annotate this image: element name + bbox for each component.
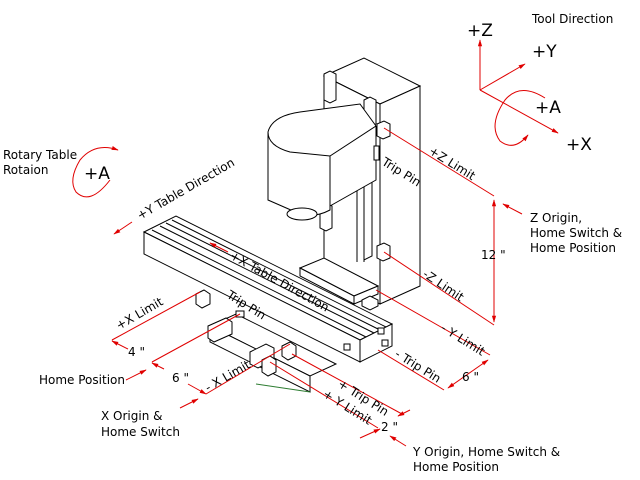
rotary-table-label-2: Rotaion: [3, 163, 48, 177]
tool-y-arrow: [479, 63, 526, 91]
x-home-position-label: Home Position: [39, 373, 125, 387]
x-table: [142, 215, 394, 363]
x-plus-limit-label: +X Limit: [114, 294, 166, 332]
rotary-a-label: +A: [84, 164, 110, 184]
y-origin-label-2: Home Position: [413, 460, 499, 474]
rotary-a-rotation-arrow: [72, 145, 119, 198]
x-plus-dimension: [111, 340, 129, 350]
x-minus-dimension: [151, 362, 165, 370]
z-origin-label-1: Z Origin,: [530, 211, 582, 225]
z-origin-label-2: Home Switch &: [530, 226, 622, 240]
z-origin-label-3: Home Position: [530, 241, 616, 255]
y-table-direction-arrow: [113, 221, 133, 235]
y-plus-dimension-bottom: [359, 428, 381, 439]
tool-y-label: +Y: [532, 42, 557, 62]
rotary-table-label-1: Rotary Table: [3, 148, 77, 162]
y-origin-label-1: Y Origin, Home Switch &: [412, 445, 560, 459]
y-table-direction-label: +Y Table Direction: [135, 155, 237, 222]
z-plus-limit-label: +Z Limit: [426, 144, 478, 183]
x-plus-dimension-label: 4 ": [128, 345, 145, 359]
annotation-lines: [72, 39, 559, 447]
tool-z-label: +Z: [467, 21, 493, 41]
y-minus-dimension-label: 6 ": [462, 370, 479, 384]
tool-a-rotation-arrow: [494, 90, 546, 146]
spindle-head: [267, 103, 377, 221]
tool-a-label: +A: [535, 98, 561, 118]
rotary-table-legend: Rotary Table Rotaion +A: [3, 148, 110, 184]
z-limit-switches: [373, 120, 391, 262]
y-minus-limit-label: - Y Limit: [438, 321, 487, 359]
x-origin-label-1: X Origin &: [101, 409, 162, 423]
tool-x-arrow: [479, 89, 559, 134]
x-minus-dimension-label: 6 ": [172, 371, 189, 385]
y-plus-dimension-label: 2 ": [381, 420, 398, 434]
z-travel-label: 12 ": [481, 248, 506, 262]
tool-direction-legend: Tool Direction +Z +Y +X +A: [467, 12, 613, 155]
y-plus-dimension-top: [397, 409, 411, 417]
tool-x-label: +X: [566, 135, 592, 155]
x-origin-label-2: Home Switch: [101, 425, 180, 439]
mill-machine-drawing: [142, 57, 422, 393]
tool-direction-heading: Tool Direction: [531, 12, 613, 26]
x-minus-limit-label: - X Limit: [203, 357, 253, 394]
z-minus-limit-label: -Z Limit: [420, 267, 466, 305]
y-minus-trip-pin-label: - Trip Pin: [392, 347, 443, 386]
x-table-direction-arrow: [209, 242, 229, 253]
y-minus-dimension: [447, 359, 489, 389]
saddle: [298, 257, 380, 311]
